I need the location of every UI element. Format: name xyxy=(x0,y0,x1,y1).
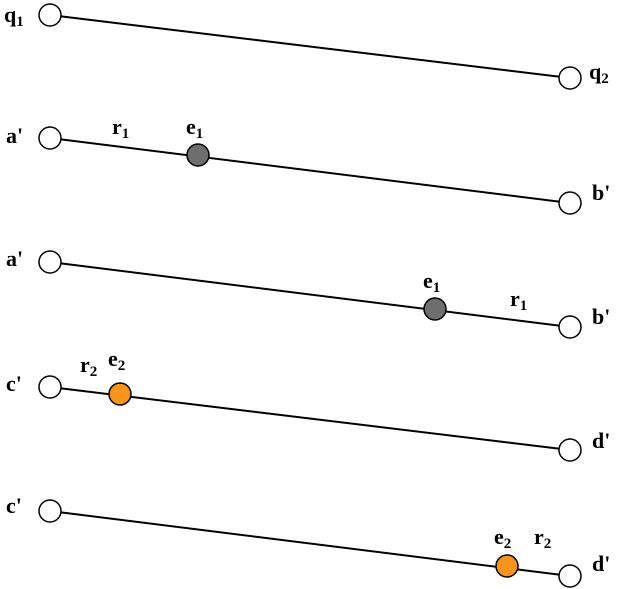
endpoint-a xyxy=(38,250,62,274)
label-q2: q2 xyxy=(589,59,609,87)
label-r1: r1 xyxy=(112,114,129,142)
label-e2: e2 xyxy=(494,524,511,552)
endpoint-b xyxy=(558,315,582,339)
endpoint-c xyxy=(38,375,62,399)
endpoint-q2 xyxy=(558,66,582,90)
segment-line xyxy=(49,261,571,328)
label-c: c' xyxy=(6,493,22,518)
segment-a-b-e1-near-start: a' b' r1 e1 xyxy=(6,114,610,215)
label-q1: q1 xyxy=(4,2,24,30)
label-d: d' xyxy=(592,551,610,576)
endpoint-c xyxy=(38,499,62,523)
segment-line xyxy=(49,386,571,451)
segment-c-d-e2-near-start: c' d' r2 e2 xyxy=(6,346,610,462)
label-b: b' xyxy=(592,180,610,205)
endpoint-a xyxy=(38,126,62,150)
endpoint-d xyxy=(558,564,582,588)
label-r2: r2 xyxy=(80,352,97,380)
label-d: d' xyxy=(592,428,610,453)
label-b: b' xyxy=(592,304,610,329)
point-e1 xyxy=(186,143,210,167)
segment-line xyxy=(49,137,571,204)
segment-line xyxy=(49,14,571,79)
point-e2 xyxy=(108,382,132,406)
segment-line xyxy=(49,510,571,577)
point-e2 xyxy=(495,554,519,578)
segment-q1-q2: q1 q2 xyxy=(4,2,609,90)
label-r1: r1 xyxy=(510,286,527,314)
endpoint-b xyxy=(558,191,582,215)
label-e1: e1 xyxy=(423,268,440,296)
point-e1 xyxy=(423,297,447,321)
endpoint-q1 xyxy=(38,3,62,27)
label-a: a' xyxy=(6,246,23,271)
segment-c-d-e2-near-end: c' d' e2 r2 xyxy=(6,493,610,588)
label-e1: e1 xyxy=(186,114,203,142)
segment-a-b-e1-near-end: a' b' e1 r1 xyxy=(6,246,610,339)
endpoint-d xyxy=(558,438,582,462)
label-a: a' xyxy=(6,123,23,148)
label-e2: e2 xyxy=(108,346,125,374)
label-c: c' xyxy=(6,371,22,396)
label-r2: r2 xyxy=(534,524,551,552)
